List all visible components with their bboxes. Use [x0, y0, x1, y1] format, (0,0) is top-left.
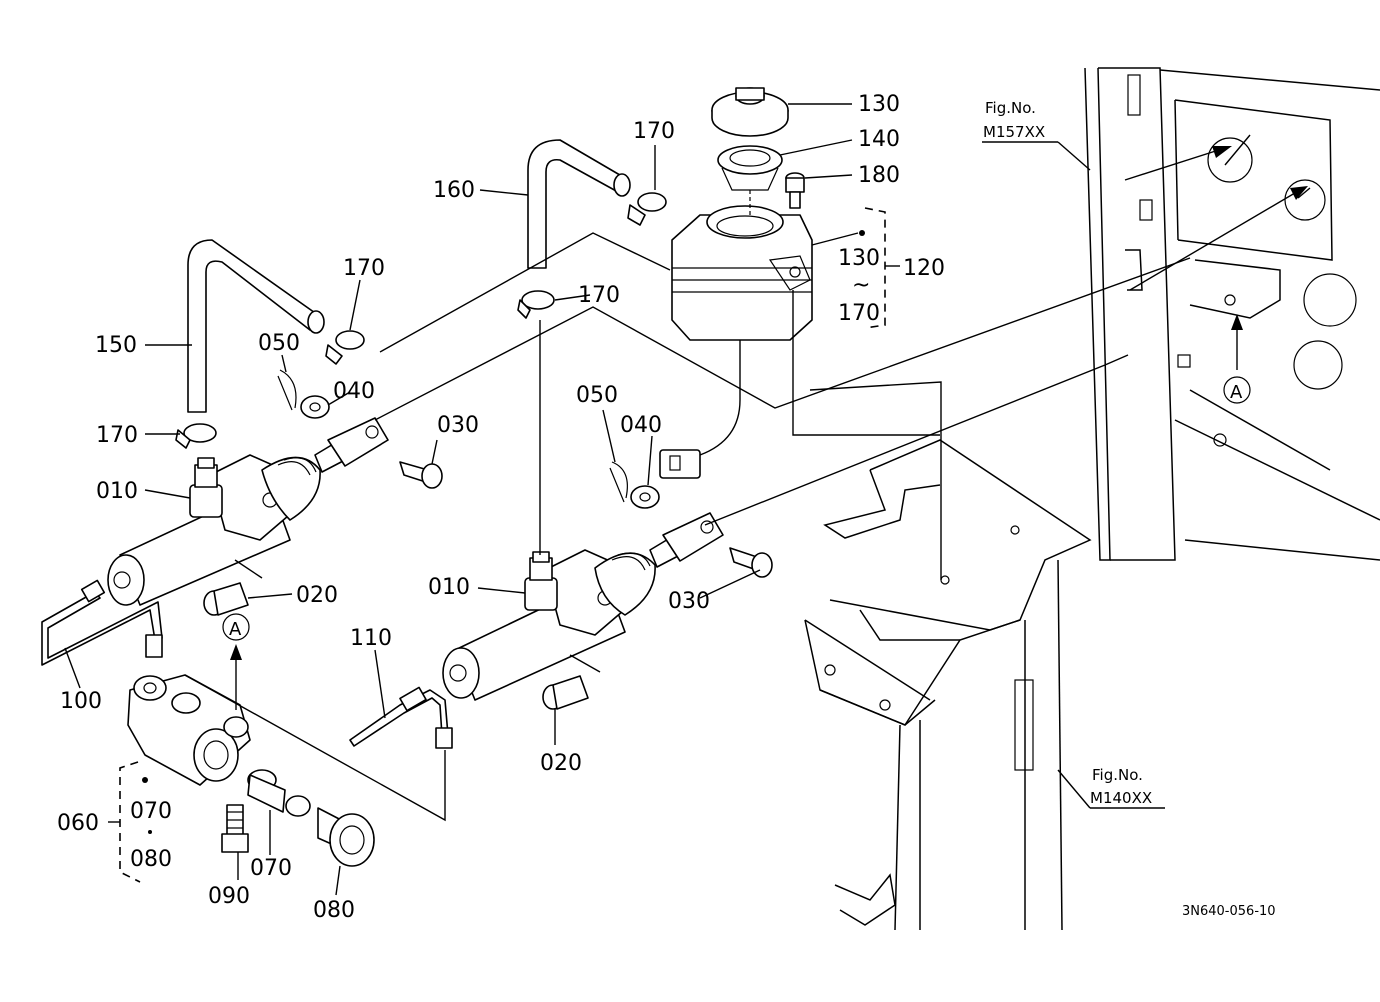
- label-170-range: 170: [838, 301, 880, 326]
- arrows: [230, 146, 1308, 710]
- bolt-020-right: [542, 675, 589, 710]
- label-leaders: [64, 103, 1165, 896]
- clevis-pin-right: [729, 547, 773, 578]
- pipe-110: [349, 686, 453, 749]
- joint-block: [127, 674, 251, 786]
- valve-070: [247, 769, 311, 817]
- label-130-range: 130: [838, 246, 880, 271]
- label-tilde: ~: [852, 273, 870, 298]
- snap-pin-050-left: [277, 369, 297, 411]
- support-bracket: [804, 439, 1092, 931]
- hose-clamp-top: [627, 192, 667, 226]
- strainer-filter: [717, 145, 783, 191]
- bolt-020-left: [203, 582, 249, 616]
- label-090: 090: [208, 884, 250, 909]
- fig-no-label-2: Fig.No.: [1092, 766, 1143, 784]
- label-170-lower: 170: [96, 423, 138, 448]
- label-170-left: 170: [343, 256, 385, 281]
- fig-no-code-2: M140XX: [1090, 789, 1152, 807]
- master-cylinder-right: [442, 512, 724, 701]
- range-bracket-left: [119, 761, 152, 883]
- washer-040-right: [630, 485, 660, 509]
- hose-150: [187, 239, 325, 413]
- label-050-right: 050: [576, 383, 618, 408]
- fitting-180: [785, 172, 805, 209]
- fig-no-label-1: Fig.No.: [985, 99, 1036, 117]
- label-060: 060: [57, 811, 99, 836]
- fig-no-code-1: M157XX: [983, 123, 1045, 141]
- label-030-left: 030: [437, 413, 479, 438]
- label-110: 110: [350, 626, 392, 651]
- reference-a-right: A: [1230, 382, 1243, 403]
- drawing-code: 3N640-056-10: [1182, 904, 1276, 919]
- pipe-100: [41, 579, 163, 666]
- washer-040-left: [300, 395, 330, 419]
- hose-clamp-left: [325, 330, 365, 365]
- snap-pin-050-right: [609, 461, 628, 503]
- label-140: 140: [858, 127, 900, 152]
- bolt-090: [221, 804, 249, 853]
- hose-clamp-mid: [517, 290, 555, 319]
- label-170-top: 170: [633, 119, 675, 144]
- label-170-mid: 170: [578, 283, 620, 308]
- label-160: 160: [433, 178, 475, 203]
- part-labels: 130 140 180 170 160 170 170 150 050 040 …: [57, 92, 1243, 923]
- label-040-right: 040: [620, 413, 662, 438]
- hose-160: [527, 139, 631, 269]
- clevis-pin-left: [399, 461, 443, 489]
- label-080-b: 080: [313, 898, 355, 923]
- reference-a-left-circle: [222, 613, 250, 641]
- label-070-a: 070: [130, 799, 172, 824]
- reservoir-tank: [659, 205, 813, 479]
- master-cylinder-left: [107, 417, 389, 606]
- label-010-left: 010: [96, 479, 138, 504]
- reference-a-left: A: [229, 619, 242, 640]
- label-150: 150: [95, 333, 137, 358]
- reference-a-right-circle: [1223, 376, 1251, 404]
- label-040-left: 040: [333, 379, 375, 404]
- connection-lines: [184, 134, 1311, 822]
- plug-080: [317, 807, 375, 867]
- reservoir-cap: [711, 87, 789, 137]
- label-100: 100: [60, 689, 102, 714]
- label-010-right: 010: [428, 575, 470, 600]
- label-050-left: 050: [258, 331, 300, 356]
- label-080-a: 080: [130, 847, 172, 872]
- figure-references: Fig.No. M157XX Fig.No. M140XX: [983, 99, 1152, 807]
- label-070-b: 070: [250, 856, 292, 881]
- mounting-panel: [1084, 67, 1380, 561]
- label-020-left: 020: [296, 583, 338, 608]
- label-020-right: 020: [540, 751, 582, 776]
- label-130: 130: [858, 92, 900, 117]
- label-180: 180: [858, 163, 900, 188]
- range-bracket-right: [811, 207, 900, 329]
- hose-clamp-lower: [175, 423, 217, 449]
- label-120: 120: [903, 256, 945, 281]
- label-030-right: 030: [668, 589, 710, 614]
